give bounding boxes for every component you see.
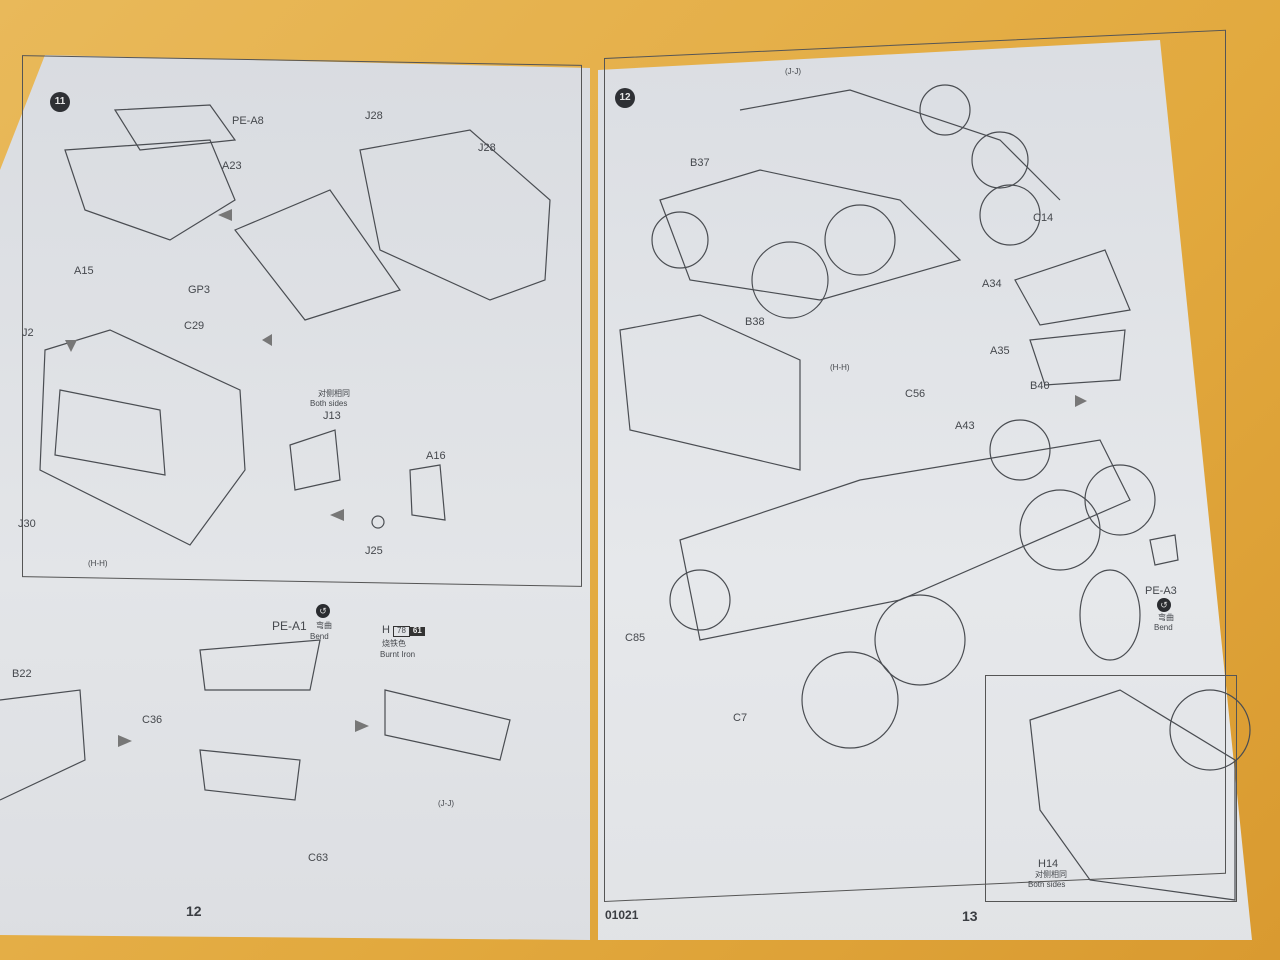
label-j2: J2 (22, 327, 34, 339)
label-b37: B37 (690, 157, 710, 169)
label-c14: C14 (1033, 212, 1054, 224)
label-b22: B22 (12, 668, 32, 680)
label-b40: B40 (1030, 380, 1050, 392)
label-c63: C63 (308, 852, 329, 864)
label-j13: J13 (323, 410, 341, 422)
label-jj-left: (J-J) (438, 799, 454, 808)
label-a34: A34 (982, 278, 1002, 290)
label-h-part: H (382, 624, 390, 636)
label-pe-a8: PE-A8 (232, 115, 264, 127)
cab-drawing (39, 329, 246, 546)
kit-number: 01021 (605, 908, 639, 922)
label-bend-cn-right: 弯曲 (1158, 613, 1174, 622)
label-pe-a3: PE-A3 (1145, 585, 1177, 597)
label-a15: A15 (74, 265, 94, 277)
label-a23: A23 (222, 160, 242, 172)
label-inset-note-cn: 对侧相同 (1035, 870, 1067, 879)
label-j25: J25 (365, 545, 383, 557)
label-b38: B38 (745, 316, 765, 328)
paint-code-78: 78 (393, 626, 410, 637)
inset-frame (985, 675, 1237, 902)
label-c36: C36 (142, 714, 163, 726)
label-a16: A16 (426, 450, 446, 462)
chassis-drawing (659, 169, 962, 301)
grille-mesh (113, 104, 237, 151)
page-number-12: 12 (186, 903, 202, 919)
label-c29: C29 (184, 320, 205, 332)
label-j13-note-cn: 对侧相同 (318, 389, 350, 398)
label-h14: H14 (1038, 858, 1059, 870)
label-hh-left: (H-H) (88, 559, 108, 568)
label-burnt-iron-cn: 烧铁色 (382, 639, 406, 648)
bend-icon: ↺ (316, 604, 330, 618)
label-j28-a: J28 (365, 110, 383, 122)
label-bend-cn: 弯曲 (316, 621, 332, 630)
label-c56: C56 (905, 388, 926, 400)
label-j28-b: J28 (478, 142, 496, 154)
label-j30: J30 (18, 518, 36, 530)
label-burnt-iron: Burnt Iron (380, 650, 416, 659)
label-bend: Bend (310, 632, 329, 641)
label-a43: A43 (955, 420, 975, 432)
label-jj-right: (J-J) (785, 67, 801, 76)
label-j13-note: Both sides (310, 399, 348, 408)
label-c85: C85 (625, 632, 646, 644)
label-gp3: GP3 (188, 284, 211, 296)
paint-code-61: 61 (409, 626, 425, 636)
page-number-13: 13 (962, 908, 978, 924)
label-a35: A35 (990, 345, 1010, 357)
label-inset-note: Both sides (1028, 880, 1066, 889)
label-c7: C7 (733, 712, 748, 724)
step-11-badge: 11 (50, 92, 70, 112)
inset-drawing (1029, 689, 1236, 901)
bend-icon-right: ↺ (1157, 598, 1171, 612)
cab-hh-drawing (619, 314, 801, 471)
label-pe-a1: PE-A1 (272, 619, 307, 633)
step-12-badge: 12 (615, 88, 635, 108)
label-bend-right: Bend (1154, 623, 1173, 632)
label-hh-right: (H-H) (830, 363, 850, 372)
